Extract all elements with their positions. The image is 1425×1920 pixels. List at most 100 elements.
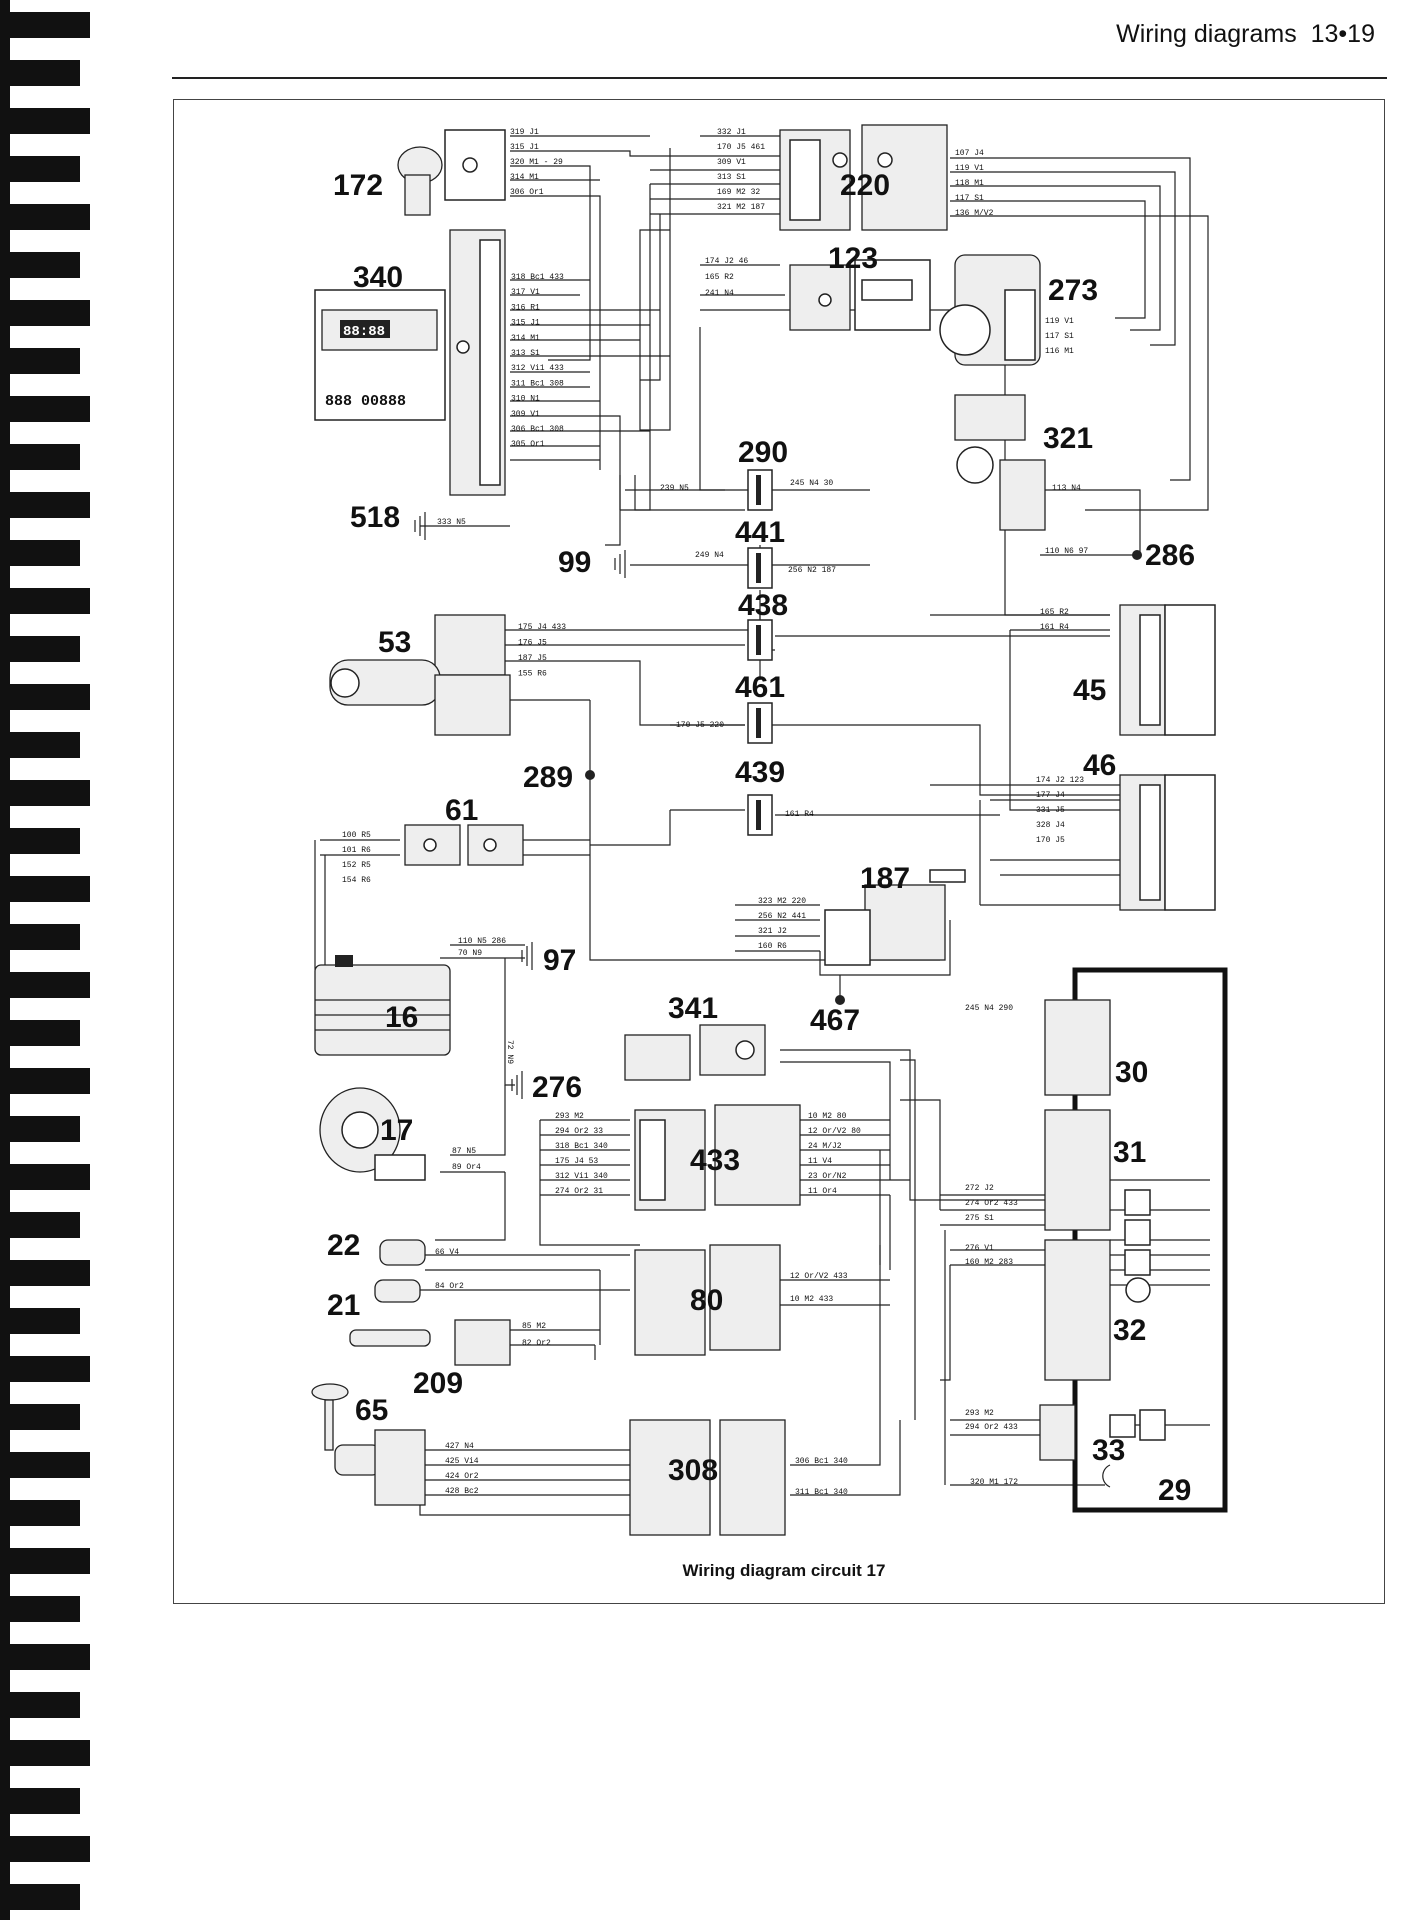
wire-code-label: 160 M2 283 bbox=[965, 1258, 1013, 1267]
component-80-shape bbox=[634, 1244, 781, 1356]
wire-code-label: 110 N5 286 bbox=[458, 937, 506, 946]
label-32: 32 bbox=[1113, 1314, 1146, 1347]
label-172: 172 bbox=[333, 169, 383, 202]
component-172-shape bbox=[397, 129, 506, 216]
wire-code-label: 293 M2 bbox=[555, 1112, 584, 1121]
label-433: 433 bbox=[690, 1144, 740, 1177]
label-467: 467 bbox=[810, 1004, 860, 1037]
label-290: 290 bbox=[738, 436, 788, 469]
wire-code-label: 85 M2 bbox=[522, 1322, 546, 1331]
binding-ring bbox=[10, 1884, 80, 1910]
wire-code-label: 100 R5 bbox=[342, 831, 371, 840]
wire-code-label: 276 V1 bbox=[965, 1244, 994, 1253]
wire-code-label: 312 Vi1 340 bbox=[555, 1172, 608, 1181]
wire-code-label: 256 N2 441 bbox=[758, 912, 806, 921]
wire-code-label: 119 V1 bbox=[1045, 317, 1074, 326]
label-438: 438 bbox=[738, 589, 788, 622]
wire-code-label: 66 V4 bbox=[435, 1248, 459, 1257]
wire-code-label: 84 Or2 bbox=[435, 1282, 464, 1291]
wire-code-label: 101 R6 bbox=[342, 846, 371, 855]
wire-code-label: 136 M/V2 bbox=[955, 209, 994, 218]
wire-code-label: 87 N5 bbox=[452, 1147, 476, 1156]
wire-code-label: 177 J4 bbox=[1036, 791, 1065, 800]
wire-code-label: 110 N6 97 bbox=[1045, 547, 1088, 556]
wire-code-label: 12 Or/V2 433 bbox=[790, 1272, 848, 1281]
wire-code-label: 306 Bc1 340 bbox=[795, 1457, 848, 1466]
label-31: 31 bbox=[1113, 1136, 1146, 1169]
wire-code-label: 275 S1 bbox=[965, 1214, 994, 1223]
label-286: 286 bbox=[1145, 539, 1195, 572]
component-46-shape bbox=[1119, 774, 1216, 911]
component-220-shape bbox=[779, 124, 948, 231]
component-187-shape bbox=[824, 869, 966, 966]
binding-ring bbox=[10, 1836, 90, 1862]
page-header: Wiring diagrams 13•19 bbox=[1116, 20, 1375, 49]
label-518: 518 bbox=[350, 501, 400, 534]
wire-code-label: 113 N4 bbox=[1052, 484, 1081, 493]
wire-code-label: 117 S1 bbox=[955, 194, 984, 203]
component-433-shape bbox=[634, 1104, 801, 1211]
binding-ring bbox=[10, 12, 90, 38]
diagram-caption: Wiring diagram circuit 17 bbox=[682, 1561, 886, 1580]
wire-code-label: 313 S1 bbox=[717, 173, 746, 182]
binding-ring bbox=[10, 1068, 90, 1094]
wire-code-label: 72 N9 bbox=[505, 1040, 514, 1064]
sensor-shapes bbox=[349, 1239, 511, 1366]
wire-code-label: 24 M/J2 bbox=[808, 1142, 842, 1151]
wire-code-label: 313 S1 bbox=[511, 349, 540, 358]
binding-ring bbox=[10, 300, 90, 326]
binding-ring bbox=[10, 1404, 80, 1430]
wire-code-label: 187 J5 bbox=[518, 654, 547, 663]
earth-symbols bbox=[414, 512, 626, 1099]
wire-code-label: 70 N9 bbox=[458, 949, 482, 958]
binding-ring bbox=[10, 1212, 80, 1238]
wire-code-label: 320 M1 172 bbox=[970, 1478, 1018, 1487]
wire-code-label: 174 J2 123 bbox=[1036, 776, 1084, 785]
binding-ring bbox=[10, 972, 90, 998]
wire-code-label: 12 Or/V2 80 bbox=[808, 1127, 861, 1136]
wire-code-label: 10 M2 80 bbox=[808, 1112, 847, 1121]
label-461: 461 bbox=[735, 671, 785, 704]
component-340-shape bbox=[314, 229, 506, 496]
label-33: 33 bbox=[1092, 1434, 1125, 1467]
binding-ring bbox=[10, 828, 80, 854]
header-page-number: 13•19 bbox=[1310, 20, 1375, 48]
wire-code-label: 174 J2 46 bbox=[705, 257, 748, 266]
component-61-shape bbox=[404, 824, 524, 866]
wire-code-label: 309 V1 bbox=[717, 158, 746, 167]
wire-code-label: 23 Or/N2 bbox=[808, 1172, 847, 1181]
wire-code-label: 170 J5 220 bbox=[676, 721, 724, 730]
binding-ring bbox=[10, 636, 80, 662]
wire-code-label: 82 Or2 bbox=[522, 1339, 551, 1348]
component-321-shape bbox=[954, 394, 1046, 531]
component-17-shape bbox=[319, 1087, 426, 1181]
wire-code-label: 175 J4 53 bbox=[555, 1157, 598, 1166]
wire-code-label: 249 N4 bbox=[695, 551, 724, 560]
wire-code-label: 309 V1 bbox=[511, 410, 540, 419]
wire-code-label: 427 N4 bbox=[445, 1442, 474, 1451]
wire-code-label: 165 R2 bbox=[1040, 608, 1069, 617]
label-289: 289 bbox=[523, 761, 573, 794]
diagram-frame bbox=[173, 99, 1385, 1604]
binding-ring bbox=[10, 732, 80, 758]
component-341-shape bbox=[624, 1024, 766, 1081]
wire-code-label: 170 J5 bbox=[1036, 836, 1065, 845]
wire-code-label: 119 V1 bbox=[955, 164, 984, 173]
wire-code-label: 256 N2 187 bbox=[788, 566, 836, 575]
display-340-odometer: 888 00888 bbox=[325, 393, 406, 410]
label-123: 123 bbox=[828, 242, 878, 275]
wire-code-label: 306 Bc1 308 bbox=[511, 425, 564, 434]
binding-ring bbox=[10, 1596, 80, 1622]
component-16-shape bbox=[314, 955, 451, 1056]
label-273: 273 bbox=[1048, 274, 1098, 307]
wire-code-label: 241 N4 bbox=[705, 289, 734, 298]
binding-ring bbox=[10, 1260, 90, 1286]
wire-code-label: 333 N5 bbox=[437, 518, 466, 527]
wire-code-label: 170 J5 461 bbox=[717, 143, 765, 152]
wire-code-label: 318 Bc1 340 bbox=[555, 1142, 608, 1151]
wire-code-label: 293 M2 bbox=[965, 1409, 994, 1418]
wire-code-label: 311 Bc1 308 bbox=[511, 379, 564, 388]
label-276: 276 bbox=[532, 1071, 582, 1104]
splice-boxes bbox=[747, 469, 773, 836]
